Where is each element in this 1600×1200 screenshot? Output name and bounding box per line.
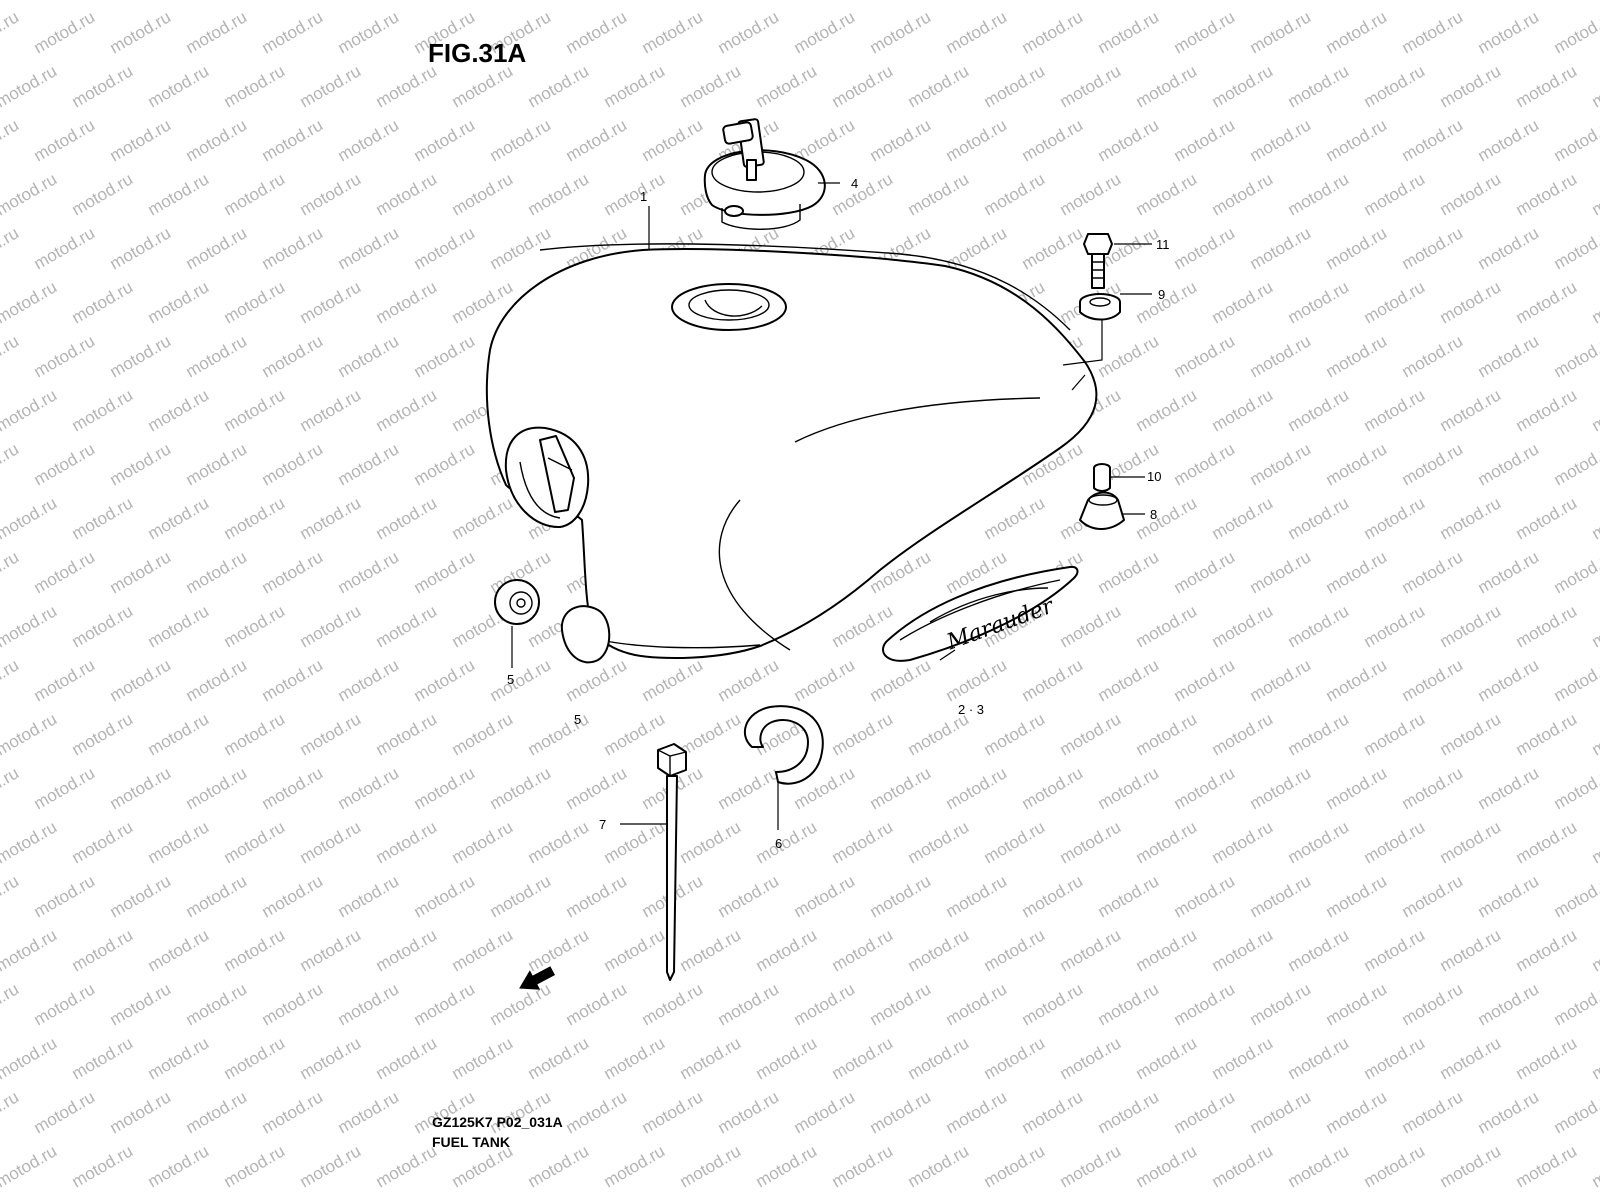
fuel-cap — [703, 118, 826, 230]
callout-7: 7 — [599, 817, 606, 832]
fuel-tank — [485, 243, 1098, 659]
collar — [1093, 463, 1111, 492]
callout-10: 10 — [1147, 469, 1161, 484]
cable-tie — [657, 743, 687, 981]
callout-6: 6 — [775, 836, 782, 851]
callout-2-3: 2 · 3 — [958, 702, 984, 717]
bolt — [1083, 233, 1113, 289]
callout-11: 11 — [1156, 237, 1170, 252]
callout-5-right: 5 — [574, 712, 581, 727]
callout-4: 4 — [851, 176, 858, 191]
callout-9: 9 — [1158, 287, 1165, 302]
cushion-left — [494, 579, 540, 625]
callout-5-left: 5 — [507, 672, 514, 687]
figure-footer: GZ125K7 P02_031A FUEL TANK — [432, 1112, 563, 1152]
diagram-name: FUEL TANK — [432, 1134, 511, 1150]
callouts: 1 2 · 3 4 5 5 6 7 8 9 10 11 — [507, 176, 1170, 851]
callout-8: 8 — [1150, 507, 1157, 522]
hose-clip — [743, 705, 824, 785]
callout-1: 1 — [640, 189, 647, 204]
front-direction-arrow-icon — [519, 966, 556, 990]
diagram-code: GZ125K7 P02_031A — [432, 1114, 563, 1130]
tank-emblem: Marauder — [882, 565, 1079, 662]
cushion — [1079, 491, 1125, 530]
grommet-upper — [1079, 293, 1121, 321]
leader-lines — [511, 182, 1152, 830]
figure-title: FIG.31A — [428, 38, 527, 68]
cushion-right — [560, 605, 611, 664]
